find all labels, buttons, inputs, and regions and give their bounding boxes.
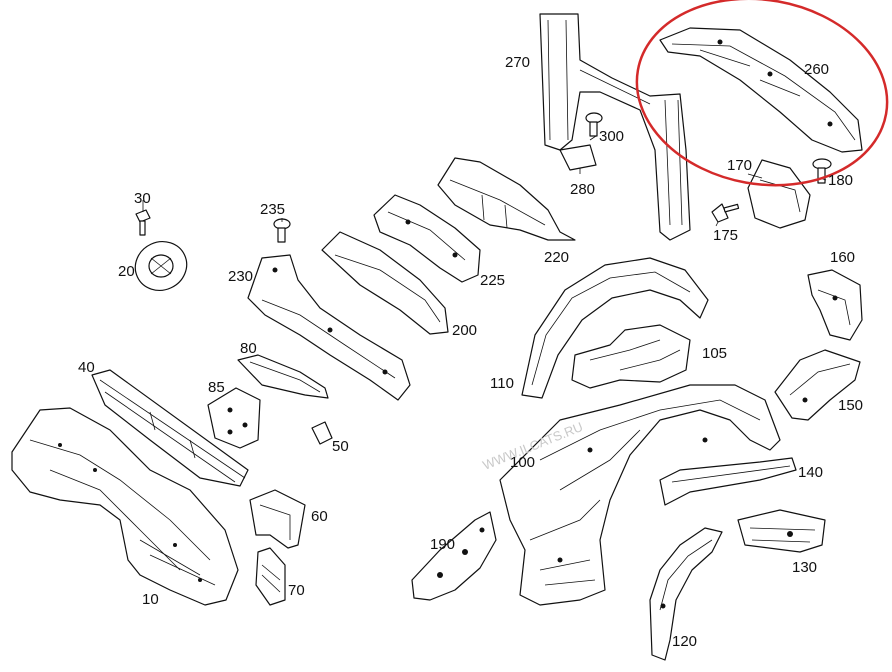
callout-225[interactable]: 225 <box>480 272 505 289</box>
part-180-shape[interactable] <box>812 158 832 184</box>
part-85-shape[interactable] <box>207 387 261 449</box>
part-10-shape[interactable] <box>11 407 239 606</box>
part-20-shape[interactable] <box>127 233 194 298</box>
part-160-shape[interactable] <box>807 269 863 341</box>
part-40-shape[interactable] <box>91 369 249 487</box>
callout-105[interactable]: 105 <box>702 345 727 362</box>
callout-30[interactable]: 30 <box>134 190 151 207</box>
callout-70[interactable]: 70 <box>288 582 305 599</box>
part-120-shape[interactable] <box>649 527 723 661</box>
callout-175[interactable]: 175 <box>713 227 738 244</box>
part-200-shape[interactable] <box>321 231 449 335</box>
part-150-shape[interactable] <box>774 349 861 421</box>
part-70-shape[interactable] <box>255 547 286 606</box>
callout-230[interactable]: 230 <box>228 268 253 285</box>
part-105-shape[interactable] <box>571 324 691 389</box>
callout-280[interactable]: 280 <box>570 181 595 198</box>
part-80-shape[interactable] <box>237 354 329 399</box>
part-230-shape[interactable] <box>247 254 411 401</box>
part-60-shape[interactable] <box>249 489 306 549</box>
callout-20[interactable]: 20 <box>118 263 135 280</box>
callout-235[interactable]: 235 <box>260 201 285 218</box>
callout-300[interactable]: 300 <box>599 128 624 145</box>
callout-190[interactable]: 190 <box>430 536 455 553</box>
callout-50[interactable]: 50 <box>332 438 349 455</box>
callout-100[interactable]: 100 <box>510 454 535 471</box>
callout-110[interactable]: 110 <box>490 375 514 392</box>
part-235-shape[interactable] <box>273 218 291 243</box>
part-190-shape[interactable] <box>411 511 497 601</box>
part-130-shape[interactable] <box>737 509 826 553</box>
callout-260[interactable]: 260 <box>804 61 829 78</box>
callout-130[interactable]: 130 <box>792 559 817 576</box>
part-50-shape[interactable] <box>311 421 333 445</box>
callout-160[interactable]: 160 <box>830 249 855 266</box>
callout-220[interactable]: 220 <box>544 249 569 266</box>
part-270-shape[interactable] <box>539 13 691 241</box>
callout-120[interactable]: 120 <box>672 633 697 650</box>
part-300-shape[interactable] <box>585 112 603 137</box>
callout-140[interactable]: 140 <box>798 464 823 481</box>
part-220-shape[interactable] <box>437 157 576 241</box>
callout-150[interactable]: 150 <box>838 397 863 414</box>
part-260-shape[interactable] <box>659 27 863 153</box>
part-225-shape[interactable] <box>373 194 481 283</box>
part-175-shape[interactable] <box>711 203 740 223</box>
highlight-ellipse <box>635 0 889 187</box>
part-140-shape[interactable] <box>659 457 797 506</box>
callout-200[interactable]: 200 <box>452 322 477 339</box>
part-30-shape[interactable] <box>135 209 151 236</box>
callout-270[interactable]: 270 <box>505 54 530 71</box>
callout-85[interactable]: 85 <box>208 379 225 396</box>
part-100-shape[interactable] <box>499 384 781 606</box>
callout-80[interactable]: 80 <box>240 340 257 357</box>
part-170-shape[interactable] <box>747 159 811 229</box>
callout-60[interactable]: 60 <box>311 508 328 525</box>
callout-10[interactable]: 10 <box>142 591 159 608</box>
callout-40[interactable]: 40 <box>78 359 95 376</box>
callout-170[interactable]: 170 <box>727 157 752 174</box>
part-280-shape[interactable] <box>559 144 597 171</box>
callout-180[interactable]: 180 <box>828 172 853 189</box>
part-110-shape[interactable] <box>521 257 709 399</box>
